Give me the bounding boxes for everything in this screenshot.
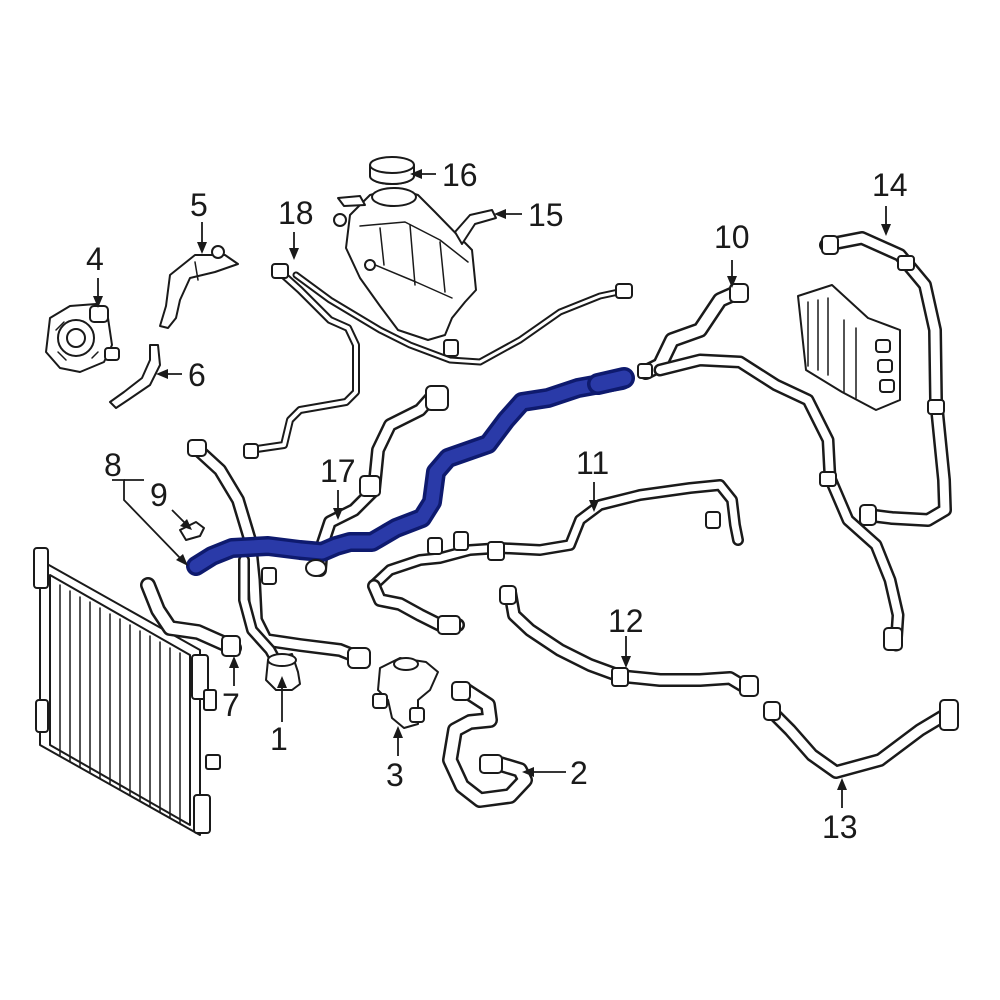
callout-14: 14 [872, 167, 908, 203]
radiator [33, 547, 221, 836]
highlighted-hose-part-9 [186, 367, 635, 576]
callout-6: 6 [188, 357, 206, 393]
callout-13: 13 [822, 809, 858, 845]
temperature-sensor [179, 521, 205, 541]
hoses [140, 231, 952, 808]
bracket [159, 245, 239, 329]
callout-2: 2 [570, 755, 588, 791]
callout-16: 16 [442, 157, 478, 193]
callout-12: 12 [608, 603, 644, 639]
electronic-module [797, 284, 901, 411]
electric-water-pump [45, 303, 120, 373]
coolant-valve [372, 657, 439, 729]
callout-18: 18 [278, 195, 314, 231]
callout-5: 5 [190, 187, 208, 223]
fittings [187, 235, 959, 774]
callout-4: 4 [86, 241, 104, 277]
clamp [109, 344, 161, 409]
callout-11: 11 [576, 445, 609, 481]
callout-10: 10 [714, 219, 750, 255]
callout-8: 8 [104, 447, 122, 483]
leader-lines [93, 169, 891, 808]
reservoir-cap [369, 156, 415, 185]
callout-15: 15 [528, 197, 564, 233]
callout-labels: 1 2 3 4 5 6 7 8 9 10 11 12 13 14 15 16 1… [86, 157, 908, 845]
callout-7: 7 [222, 687, 240, 723]
thermostat-housing [265, 653, 301, 691]
callout-1: 1 [270, 721, 288, 757]
callout-17: 17 [320, 453, 356, 489]
callout-9: 9 [150, 477, 168, 513]
coolant-reservoir [333, 187, 497, 357]
callout-3: 3 [386, 757, 404, 793]
